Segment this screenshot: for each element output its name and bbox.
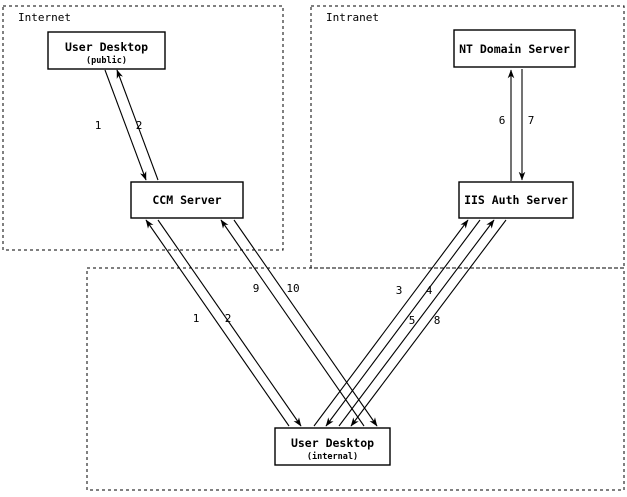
node-user-desktop-internal-title: User Desktop [291,436,374,450]
step-label-8: 8 [434,314,441,327]
step-label-9: 9 [253,282,260,295]
node-nt-domain-server[interactable]: NT Domain Server [453,29,576,68]
connector-internal-desktop-iis-a: 3 4 [313,219,481,427]
zone-internet: Internet [2,5,284,251]
flow-line-2b [157,219,302,427]
zone-intranet-label: Intranet [326,11,379,24]
step-label-7: 7 [528,114,535,127]
node-user-desktop-internal-subtitle: (internal) [307,451,358,462]
step-label-3: 3 [396,284,403,297]
step-label-1b: 1 [193,312,200,325]
connector-iis-nt-domain: 6 7 [499,69,535,181]
node-iis-auth-server-box[interactable] [458,181,574,219]
zone-internet-label: Internet [18,11,71,24]
zone-internal-network [86,267,625,491]
node-user-desktop-internal[interactable]: User Desktop (internal) [274,427,391,466]
flow-line-1b [145,219,290,427]
flow-line-5 [338,219,495,427]
node-ccm-server-title: CCM Server [152,193,221,207]
node-iis-auth-server[interactable]: IIS Auth Server [458,181,574,219]
node-nt-domain-server-box[interactable] [453,29,576,68]
flow-line-2 [116,69,159,181]
zone-internal-boundary [86,267,625,491]
flow-line-9 [220,219,365,427]
zone-intranet: Intranet [310,5,625,269]
flow-line-10 [233,219,378,427]
flow-line-8 [350,219,507,427]
step-label-5: 5 [409,314,416,327]
connector-public-desktop-ccm: 1 2 [95,69,159,181]
flow-line-3 [313,219,469,427]
step-label-4: 4 [426,284,433,297]
step-label-2: 2 [136,119,143,132]
step-label-6: 6 [499,114,506,127]
node-user-desktop-public-box[interactable] [47,31,166,70]
node-user-desktop-public-title: User Desktop [65,40,148,54]
flow-line-4 [325,219,481,427]
zone-internet-boundary [2,5,284,251]
flow-line-1 [104,69,147,181]
step-label-10: 10 [286,282,299,295]
connector-internal-desktop-iis-b: 5 8 [338,219,507,427]
zone-intranet-boundary [310,5,625,269]
node-nt-domain-server-title: NT Domain Server [459,42,570,56]
step-label-2b: 2 [225,312,232,325]
node-ccm-server-box[interactable] [130,181,244,219]
step-label-1: 1 [95,119,102,132]
node-user-desktop-public[interactable]: User Desktop (public) [47,31,166,70]
node-user-desktop-internal-box[interactable] [274,427,391,466]
connector-internal-desktop-ccm-a: 1 2 [145,219,302,427]
node-user-desktop-public-subtitle: (public) [86,55,127,66]
node-iis-auth-server-title: IIS Auth Server [464,193,568,207]
connector-internal-desktop-ccm-b: 9 10 [220,219,378,427]
node-ccm-server[interactable]: CCM Server [130,181,244,219]
